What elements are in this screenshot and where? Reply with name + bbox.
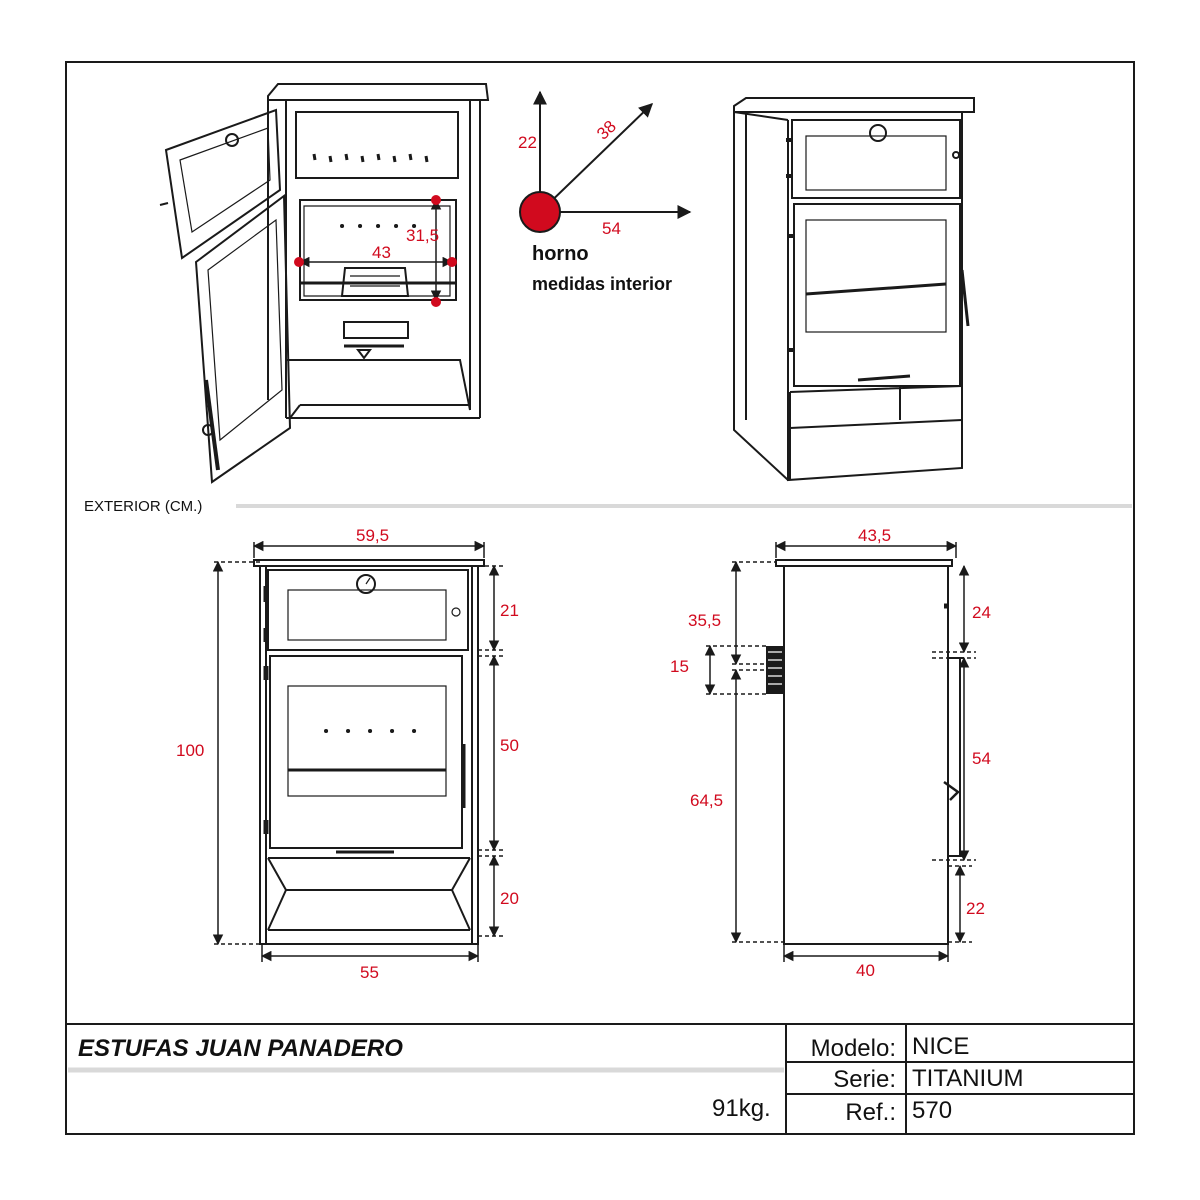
model-label: Modelo: [811, 1035, 896, 1062]
series-label: Serie: [833, 1066, 896, 1093]
oven-width-value: 54 [602, 219, 621, 238]
front-elevation [253, 559, 485, 945]
oven-axes-diagram [519, 90, 692, 233]
ref-value: 570 [912, 1097, 952, 1124]
front-top-section-value: 21 [500, 601, 519, 620]
side-flue-height-value: 35,5 [688, 611, 721, 630]
ref-label: Ref.: [845, 1099, 896, 1126]
front-top-width-value: 59,5 [356, 526, 389, 545]
side-top-section-value: 24 [972, 603, 991, 622]
front-base-width-value: 55 [360, 963, 379, 982]
side-dimension-lines [704, 540, 976, 962]
brand-name: ESTUFAS JUAN PANADERO [78, 1035, 403, 1062]
side-middle-section-value: 54 [972, 749, 991, 768]
origin-point-icon [519, 191, 561, 233]
oven-height-value: 22 [518, 133, 537, 152]
side-base-width-value: 40 [856, 961, 875, 980]
stove-weight: 91kg. [712, 1095, 771, 1122]
exterior-section-label: EXTERIOR (CM.) [84, 498, 202, 515]
open-stove-drawing [159, 83, 490, 484]
side-flue-diameter-value: 15 [670, 657, 689, 676]
front-height-value: 100 [176, 741, 204, 760]
oven-title: horno [532, 243, 589, 265]
model-value: NICE [912, 1033, 969, 1060]
side-bottom-section-value: 22 [966, 899, 985, 918]
closed-stove-drawing [733, 97, 975, 482]
side-elevation [766, 559, 964, 945]
oven-subtitle: medidas interior [532, 274, 672, 294]
oven-open-height-label: 31,5 [406, 226, 439, 245]
front-dimension-lines [212, 540, 506, 962]
side-top-width-value: 43,5 [858, 526, 891, 545]
side-lower-height-value: 64,5 [690, 791, 723, 810]
front-bottom-section-value: 20 [500, 889, 519, 908]
title-block [66, 1023, 1134, 1134]
series-value: TITANIUM [912, 1065, 1024, 1092]
oven-interior-markers [294, 195, 457, 307]
oven-open-width-label: 43 [372, 243, 391, 262]
drawing-frame [65, 61, 1135, 1135]
front-oven-section-value: 50 [500, 736, 519, 755]
